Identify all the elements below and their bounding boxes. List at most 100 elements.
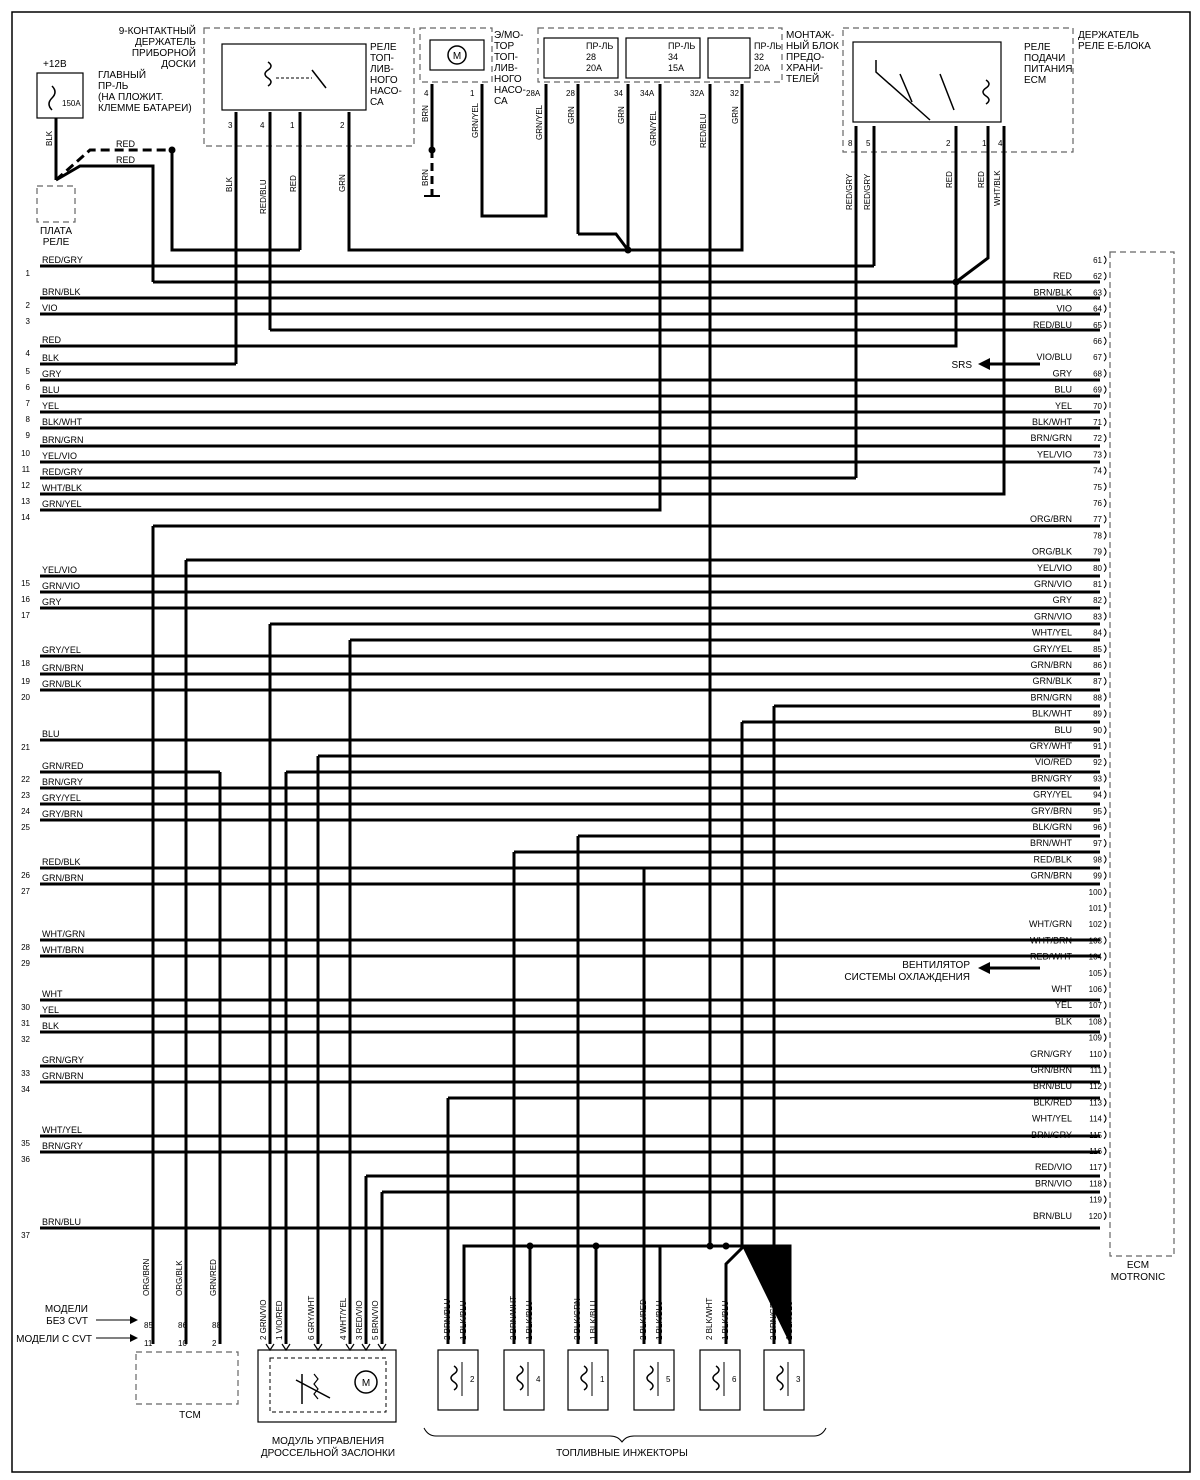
jb-pin-32a: 32A: [690, 89, 705, 98]
left-pin-wire-color: GRY: [42, 597, 61, 607]
left-pin-number: 5: [26, 367, 31, 376]
ecm-pin-number: 105: [1089, 969, 1103, 978]
ecm-pin-wire-color: VIO/RED: [1035, 757, 1073, 767]
ecm-pin-number: 100: [1089, 888, 1103, 897]
ecm-pin-terminal: [1103, 288, 1107, 297]
main-fuse-line-1: ГЛАВНЫЙ: [98, 68, 146, 81]
fuse-32-line-2: 32: [754, 52, 764, 62]
left-pin-wire-color: GRY/YEL: [42, 645, 81, 655]
ecm-relay-line-3: ПИТАНИЯ: [1024, 64, 1072, 75]
ecm-pin-number: 75: [1093, 483, 1102, 492]
throttle-wire-label: 2 GRN/VIO: [259, 1300, 268, 1340]
ecm-pin-number: 110: [1089, 1050, 1102, 1059]
throttle-control-module: M МОДУЛЬ УПРАВЛЕНИЯ ДРОССЕЛЬНОЙ ЗАСЛОНКИ: [257, 1349, 397, 1459]
ecm-pin-wire-color: ORG/BLK: [1032, 547, 1072, 557]
ecm-pin-terminal: [1103, 385, 1107, 394]
ecm-pin-terminal: [1103, 757, 1107, 767]
eblock-pin-5: 5: [866, 139, 871, 148]
junction-line-2: НЫЙ БЛОК: [786, 39, 839, 52]
ecm-pin-number: 87: [1093, 677, 1102, 686]
ecm-pin-number: 72: [1093, 434, 1102, 443]
jb-wire-28a: GRN/YEL: [535, 104, 544, 140]
eblock-wire-4: WHT/BLK: [993, 170, 1002, 206]
ecm-pin-wire-color: GRN/VIO: [1034, 579, 1072, 589]
ecm-pin-terminal: [1103, 644, 1107, 654]
ecm-pin-number: 116: [1089, 1147, 1102, 1156]
left-pin-wire-color: WHT/GRN: [42, 929, 85, 939]
ecm-pin-terminal: [1103, 984, 1107, 994]
ecm-pin-terminal: [1103, 903, 1107, 913]
battery-wire-color: BLK: [45, 130, 54, 146]
ecm-pin-number: 101: [1089, 904, 1103, 913]
ecm-pin-wire-color: RED/BLK: [1033, 854, 1072, 864]
left-pin-number: 28: [21, 943, 30, 952]
fuse-34-line-1: ПР-ЛЬ: [668, 41, 695, 51]
jb-wire-32: GRN: [731, 106, 740, 124]
left-pin-number: 18: [21, 659, 30, 668]
ecm-pin-number: 111: [1090, 1066, 1103, 1075]
ecm-pin-number: 82: [1093, 596, 1102, 605]
fuel-relay-line-5: НАСО-: [370, 86, 402, 97]
left-pin-number: 36: [21, 1155, 30, 1164]
left-pin-number: 23: [21, 791, 30, 800]
left-pin-wire-color: BRN/GRY: [42, 1141, 83, 1151]
ecm-pin-wire-color: BLU: [1054, 385, 1072, 395]
eblock-wire-2: RED: [945, 171, 954, 188]
ecm-pin-wire-color: GRY/BRN: [1031, 806, 1072, 816]
injector-wire-1: 2 BLK/RED: [639, 1299, 648, 1340]
ecm-pin-wire-color: VIO/BLU: [1036, 352, 1072, 362]
jb-pin-28a: 28A: [526, 89, 541, 98]
left-pin-wire-color: GRN/BRN: [42, 873, 84, 883]
left-pin-wire-color: GRY/BRN: [42, 809, 83, 819]
jb-pin-32: 32: [730, 89, 739, 98]
ecm-pin-number: 79: [1093, 548, 1102, 557]
dash-holder-box: [203, 27, 415, 147]
ecm-pin-wire-color: GRY/YEL: [1033, 644, 1072, 654]
ecm-pin-terminal: [1103, 660, 1107, 670]
left-pin-wire-color: BLU: [42, 385, 60, 395]
injector-wire-1: 2 BRN/BLU: [443, 1298, 452, 1340]
throttle-label-1: МОДУЛЬ УПРАВЛЕНИЯ: [272, 1436, 384, 1447]
ecm-pin-number: 88: [1093, 693, 1102, 702]
left-pin-number: 9: [26, 431, 31, 440]
ecm-pin-terminal: [1103, 1098, 1107, 1107]
ecm-pin-number: 78: [1093, 531, 1102, 540]
motor-ground-brn: BRN: [421, 169, 430, 186]
eblock-wire-5: RED/GRY: [863, 173, 872, 210]
left-pin-number: 10: [21, 449, 30, 458]
ecm-pin-terminal: [1103, 822, 1107, 832]
ecm-pin-wire-color: RED/VIO: [1035, 1162, 1072, 1172]
fuse-28-line-3: 20A: [586, 63, 602, 73]
ecm-pin-terminal: [1103, 968, 1107, 978]
left-pin-wire-color: GRN/YEL: [42, 499, 82, 509]
eblock-wire-1: RED: [977, 171, 986, 188]
left-pin-wire-color: GRY/YEL: [42, 793, 81, 803]
ecm-pin-terminal: [1103, 952, 1107, 961]
injector-number: 2: [470, 1375, 475, 1384]
fuel-relay-line-6: СА: [370, 97, 384, 108]
tcm-pin-10: 10: [178, 1339, 187, 1348]
injector-wire-1: 2 BRN/WHT: [509, 1296, 518, 1340]
ecm-pin-number: 114: [1089, 1115, 1102, 1124]
injector-wire-1: 2 BLK/GRN: [573, 1298, 582, 1340]
injector-wire-2: 1 BLK/BLU: [459, 1300, 468, 1340]
ecm-pin-number: 83: [1093, 612, 1102, 621]
ecm-pin-wire-color: YEL/VIO: [1037, 449, 1072, 459]
motor-icon: [447, 45, 467, 65]
throttle-box: [257, 1349, 397, 1423]
ecm-pin-wire-color: WHT/YEL: [1032, 1114, 1072, 1124]
left-pin-number: 8: [26, 415, 31, 424]
left-pin-number: 20: [21, 693, 30, 702]
injector-number: 5: [666, 1375, 671, 1384]
red-wire-b: RED: [116, 155, 136, 165]
left-pin-wire-color: BLK/WHT: [42, 417, 83, 427]
jb-wire-34a: GRN/YEL: [649, 110, 658, 146]
ecm-pin-wire-color: WHT/BRN: [1030, 935, 1072, 945]
pump-line-5: НОГО: [494, 74, 522, 85]
ecm-pin-number: 63: [1093, 288, 1102, 297]
ecm-pin-terminal: [1103, 1081, 1107, 1091]
ecm-pin-wire-color: GRN/GRY: [1030, 1049, 1072, 1059]
ecm-pin-terminal: [1103, 563, 1107, 573]
